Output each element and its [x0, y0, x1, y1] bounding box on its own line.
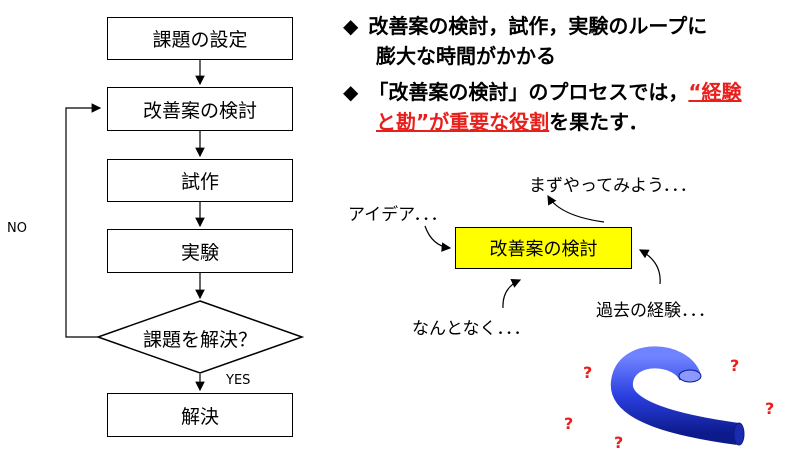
note-somehow: なんとなく．．．: [412, 319, 531, 339]
step-issue-box: 課題の設定: [107, 17, 293, 60]
step-solved-label: 解決: [180, 405, 219, 428]
step-experiment-label: 実験: [180, 241, 219, 264]
center-review-label: 改善案の検討: [489, 239, 598, 260]
decision-label: 課題を解決？: [142, 329, 257, 351]
bullet-marker: ◆: [343, 14, 359, 38]
note-idea: アイデア．．．: [348, 205, 448, 225]
step-issue-label: 課題の設定: [152, 29, 248, 51]
bullet-1-line-2: 膨大な時間がかかる: [376, 44, 556, 68]
step-review-box: 改善案の検討: [107, 87, 293, 131]
label-yes: YES: [226, 373, 251, 388]
note-try-first: まずやってみよう．．．: [529, 176, 697, 196]
step-prototype-box: 試作: [107, 159, 293, 202]
question-mark: ?: [564, 414, 574, 433]
bullet-2-line-1: ◆「改善案の検討」のプロセスでは，“経験: [343, 80, 742, 104]
note-past-experience: 過去の経験．．．: [596, 301, 715, 321]
decision-diamond: [95, 300, 305, 374]
step-experiment-box: 実験: [107, 229, 293, 273]
bullet-marker: ◆: [343, 80, 359, 104]
label-no: NO: [7, 221, 27, 236]
step-solved-box: 解決: [107, 393, 293, 437]
highlight-experience: “経験: [688, 80, 742, 104]
center-review-box: 改善案の検討: [455, 227, 632, 269]
highlight-intuition: と勘”が重要な役割: [376, 110, 550, 134]
step-prototype-label: 試作: [180, 171, 219, 193]
bullet-1-line-1: ◆改善案の検討，試作，実験のループに: [343, 14, 708, 38]
question-mark: ?: [614, 433, 624, 452]
step-review-label: 改善案の検討: [142, 99, 257, 122]
bullet-2-line-2: と勘”が重要な役割を果たす．: [376, 110, 649, 134]
question-mark: ?: [730, 356, 740, 375]
question-mark: ?: [583, 363, 593, 382]
question-mark: ?: [765, 399, 775, 418]
